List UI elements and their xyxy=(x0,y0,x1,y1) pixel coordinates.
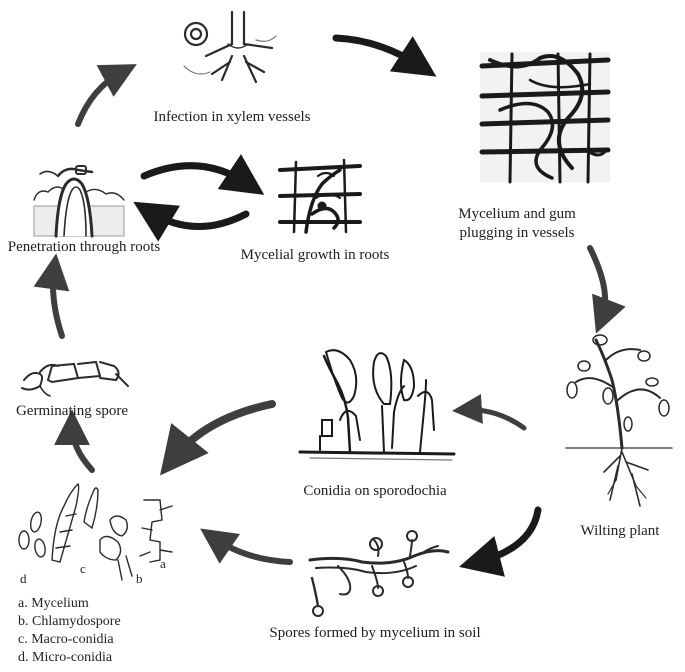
arrow-soil-to-spores xyxy=(200,528,293,565)
germinating-spore-sketch xyxy=(21,360,129,397)
legend-item-mycelium: a. Mycelium xyxy=(18,596,89,611)
arrow-penetration-to-infection xyxy=(75,64,137,127)
arrow-spores-to-germinating xyxy=(54,409,95,473)
vessel-plugging-sketch xyxy=(479,52,611,184)
letter-c: c xyxy=(80,561,86,576)
legend-item-micro-conidia: d. Micro-conidia xyxy=(18,650,113,665)
label-mycelial-growth: Mycelial growth in roots xyxy=(240,247,390,263)
soil-spores-sketch xyxy=(308,530,450,617)
letter-d: d xyxy=(20,571,27,586)
arrow-infection-to-plugging xyxy=(332,34,437,77)
spore-letters: a b c d xyxy=(20,556,166,586)
label-infection-xylem: Infection in xylem vessels xyxy=(153,109,311,125)
legend-item-chlamydospore: b. Chlamydospore xyxy=(18,614,121,629)
xylem-infection-sketch xyxy=(183,10,277,84)
cycle-arrows xyxy=(33,34,626,577)
label-wilting-plant: Wilting plant xyxy=(580,523,660,539)
sporodochia-sketch xyxy=(298,349,456,461)
label-penetration-roots: Penetration through roots xyxy=(7,239,161,255)
arrow-germinating-to-penetration xyxy=(33,253,70,339)
arrow-wilting-to-soil xyxy=(459,506,542,577)
arrow-conidia-to-spores xyxy=(159,400,276,476)
root-penetration-sketch xyxy=(33,165,125,238)
label-spores-soil: Spores formed by mycelium in soil xyxy=(269,625,481,641)
letter-b: b xyxy=(136,571,143,586)
label-plugging-line1: Mycelium and gum xyxy=(458,206,576,222)
wilting-plant-sketch xyxy=(565,334,673,507)
arrow-mycelial-to-penetration xyxy=(133,201,250,242)
root-mycelium-sketch xyxy=(278,158,362,234)
arrow-plugging-to-wilting xyxy=(587,245,626,334)
spore-types-sketch xyxy=(18,483,173,581)
label-conidia-sporodochia: Conidia on sporodochia xyxy=(303,483,447,499)
label-plugging-line2: plugging in vessels xyxy=(459,225,575,241)
spore-legend: a. Mycelium b. Chlamydospore c. Macro-co… xyxy=(18,595,121,667)
legend-item-macro-conidia: c. Macro-conidia xyxy=(18,632,114,647)
arrow-wilting-to-conidia xyxy=(452,393,527,431)
arrow-penetration-to-mycelial xyxy=(140,154,265,195)
letter-a: a xyxy=(160,556,166,571)
label-germinating-spore: Germinating spore xyxy=(15,403,129,419)
